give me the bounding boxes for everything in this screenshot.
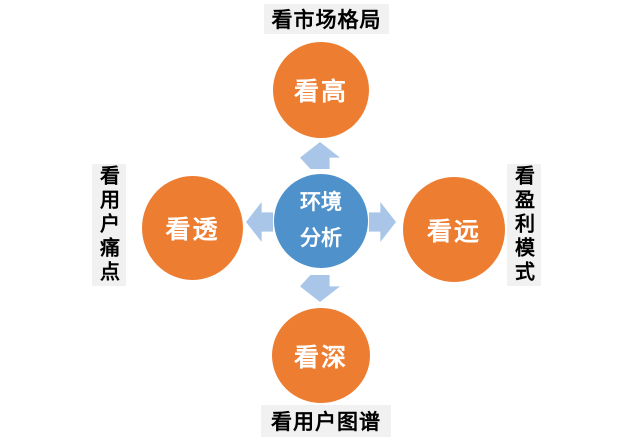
hub-environment-analysis: 环境 分析 xyxy=(274,174,368,268)
annotation-market-structure: 看市场格局 xyxy=(264,4,389,34)
node-look-deep-label: 看深 xyxy=(293,342,348,372)
annotation-user-painpoints: 看用户痛点 xyxy=(92,164,126,286)
node-look-high: 看高 xyxy=(273,42,369,138)
node-look-deep: 看深 xyxy=(272,308,370,403)
node-look-high-label: 看高 xyxy=(293,77,348,106)
node-look-far: 看远 xyxy=(403,177,505,282)
hub-label-line1: 环境 xyxy=(300,190,342,215)
block-arrow-left-icon xyxy=(246,202,273,242)
node-look-far-label: 看远 xyxy=(426,216,481,246)
node-look-through-label: 看透 xyxy=(165,215,220,244)
block-arrow-right-icon xyxy=(369,202,396,242)
annotation-user-graph: 看用户图谱 xyxy=(261,405,391,437)
annotation-profit-model: 看盈利模式 xyxy=(507,164,541,286)
node-look-through: 看透 xyxy=(142,176,243,280)
block-arrow-up-icon xyxy=(300,142,340,169)
block-arrow-down-icon xyxy=(300,275,340,302)
hub-label-line2: 分析 xyxy=(300,226,342,250)
